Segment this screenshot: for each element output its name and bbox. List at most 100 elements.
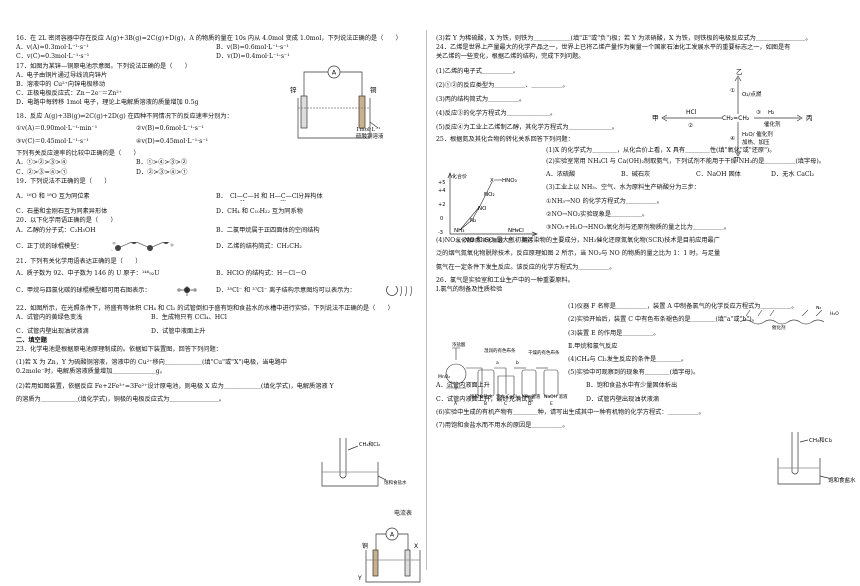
chart-tick-0: 0 (440, 216, 443, 222)
diagram-ethylene: CH₂=CH₂ (722, 115, 750, 122)
q24-part1: (1)乙烯的电子式＿＿＿＿＿。 (436, 67, 520, 75)
ethylene-reaction-diagram: 乙 O₂/点燃 ① 甲 HCl ② CH₂=CH₂ H₂ 催化剂 ③ 丙 H₂O… (652, 68, 813, 162)
chart-x-hydride: 氢化物 (456, 237, 471, 244)
q26-part7: (7)用饱和食盐水而不用水的原因是＿＿＿＿＿。 (436, 422, 569, 430)
q18-rate-1: ①v(A)＝0.90mol·L⁻¹·min⁻¹ (16, 124, 98, 132)
q23-y-label: Y (358, 575, 362, 582)
q18-option-c: C．②>③=④>① (16, 168, 68, 176)
q21-option-a: A．质子数为 92、中子数为 146 的 U 原子：¹⁴⁶₉₂U (16, 270, 160, 278)
q26-subtitle-2: Ⅱ.甲烷和氯气反应 (568, 342, 618, 350)
q17-option-c: C．正极电极反应式：Zn－2e⁻＝Zn²⁺ (16, 90, 122, 98)
q23-part3: (3)若 Y 为稀硫酸，X 为铁，则铁为＿＿＿＿＿＿(填"正"或"负")极；若 … (436, 35, 812, 42)
q20-option-c: C．正丁烷的球棍模型： (16, 241, 216, 252)
diagram-hcl: HCl (686, 109, 697, 116)
methane-tube-figure: CH₄和Cl₂ 饱和食盐水 (777, 432, 856, 485)
q22-option-d: D．试管中液面上升 (151, 328, 206, 336)
q25-part4-end: 氨气在一定条件下发生反应。该反应的化学方程式为＿＿＿＿＿。 (436, 263, 616, 271)
q17-copper-label: 铜 (370, 85, 377, 94)
q19-option-d: D．CH₄ 和 C₁₀H₂₂ 互为同系物 (216, 208, 303, 216)
q19-formula-sub-1: H (240, 199, 245, 201)
diagram-cond: 加热、加压 (742, 138, 770, 146)
q19-stem: 19．下列说法不正确的是（ ） (16, 177, 111, 185)
section-title-fill-in: 二、填空题 (16, 337, 47, 345)
q26-body: (1)仪器 F 名称是＿＿＿＿＿，装置 A 中制备氯气的化学反应方程式为＿＿＿＿… (568, 302, 846, 377)
chart-ylabel: 化合价 (452, 173, 467, 180)
q18-rates-34: ③v(C)＝0.45mol·L⁻¹·s⁻¹ ④v(D)=0.45mol·L⁻¹·… (16, 137, 256, 146)
q21-option-c-text: C．甲烷与四氯化碳的球棍模型都可用右图表示： (16, 287, 151, 295)
q23-part2: (2)若用如图装置，依据反应 Fe+2Fe³⁺=3Fe²⁺设计原电池，则电极 X… (16, 383, 334, 391)
app-top-hcl: 浓盐酸 (452, 341, 466, 348)
q21-option-d: D．³⁵Cl⁻ 和 ³⁷Cl⁻ 离子结构示意图均可以表示为： (216, 286, 416, 296)
q18-option-d: D．②>③>④>① (136, 168, 188, 176)
q24-part5: (5)反应④为工业上乙烯制乙醇，其化学方程式为＿＿＿＿＿＿＿。 (436, 124, 619, 132)
nitrogen-valence-chart: 化合价 +5 +4 +2 0 -3 氢化物 单质 氧化物 酸 盐 类别 NH₃ … (438, 172, 538, 244)
app-label-E: E (550, 401, 553, 406)
q24-part4: (4)反应③的化学方程式为＿＿＿＿＿＿＿。 (436, 110, 557, 118)
q24-part2: (2)①②的反应类型为＿＿＿＿＿、＿＿＿＿＿。 (436, 81, 569, 89)
q18-rate-4: ④v(D)=0.45mol·L⁻¹·s⁻¹ (136, 138, 209, 146)
chart-point-nh3: NH₃ (454, 228, 464, 234)
scr-n2-label: N₂ (816, 306, 821, 311)
q23-x-label: X (414, 543, 418, 550)
q16-stem: 16．在 2L 密闭容器中存在反应 A(g)+3B(g)=2C(g)+D(g)，… (16, 35, 402, 42)
galvanic-cell-figure: A 铜 X Y (358, 527, 421, 583)
q20-option-c-text: C．正丁烷的球棍模型： (16, 242, 83, 250)
diagram-bing: 丙 (806, 114, 813, 122)
chart-point-nh4cl: NH₄Cl (508, 228, 524, 234)
chart-point-x: X (490, 178, 494, 184)
app-top-dry-cloth: 干燥的有色布条 (528, 349, 560, 356)
q22-brine-label: 饱和食盐水 (384, 479, 407, 486)
q16-option-a: A．v(A)=0.3mol·L⁻¹·s⁻¹ (16, 44, 89, 52)
q26-part2: (2)实验开始后，装置 C 中有色布条褪色的是＿＿＿＿(填"a"或"b")。 (568, 316, 758, 324)
app-label-a-cloth: a (496, 361, 499, 366)
q24-part3: (3)丙的结构简式为＿＿＿＿＿。 (436, 96, 526, 104)
chart-point-hno3: HNO₃ (502, 178, 517, 184)
scr-catalyst-label: 催化剂 (772, 324, 786, 331)
q25-part3: (3)工业上以 NH₃、空气、水为原料生产硝酸分为三步： (546, 184, 700, 192)
zinc-copper-cell-figure: A 锌 铜 (290, 65, 379, 139)
q18-ask: 下列有关反应速率的比较中正确的是（ ） (16, 150, 140, 158)
q19-options-ab: A．¹⁶O 和 ¹⁸O 互为同位素 B． 为同分异构体 Cl H Cl—C—H … (16, 192, 416, 202)
q25-body: (1)X 的化学式为＿＿＿＿，从化合价上看，X 具有＿＿＿＿性(填"氧化"或"还… (546, 146, 846, 232)
q16-option-b: B．v(B)=0.6mol·L⁻¹·s⁻¹ (216, 44, 289, 52)
q25-step1: ①NH₃→NO 的化学方程式为＿＿＿＿＿。 (546, 197, 663, 205)
chart-tick-m3: -3 (438, 230, 443, 236)
q21-option-c: C．甲烷与四氯化碳的球棍模型都可用右图表示： (16, 286, 216, 296)
q19-formula-sub-2: Cl (280, 199, 286, 201)
q17-zinc-label: 锌 (290, 85, 297, 94)
app-label-D: D (528, 401, 532, 406)
app-mid-brine: 饱和食盐水 (470, 393, 493, 400)
q17-ammeter-label: A (332, 69, 337, 77)
q25-part1: (1)X 的化学式为＿＿＿＿，从化合价上看，X 具有＿＿＿＿性(填"氧化"或"还… (546, 146, 776, 154)
q22-option-a: A．试管内的黄绿色变浅 (16, 313, 83, 321)
q16-option-d: D．v(D)=0.4mol·L⁻¹·s⁻¹ (216, 53, 290, 61)
q22-option-c: C．试管内壁出现油状液滴 (16, 328, 89, 336)
q25-options: A．浓硫酸 B．碱石灰 C．NaOH 固体 D．无水 CaCl₂ (546, 170, 846, 179)
q26-tube-gas-label: CH₄和Cl₂ (809, 436, 832, 444)
chart-x-element: 单质 (470, 237, 480, 244)
column-divider (426, 30, 427, 570)
q17-solution-label: 1mol·L⁻¹ 硫酸铜溶液 (356, 127, 384, 140)
left-column: 16．在 2L 密闭容器中存在反应 A(g)+3B(g)=2C(g)+D(g)，… (16, 34, 416, 405)
scr-h2o-label: H₂O (830, 311, 839, 317)
diagram-jia: 甲 (652, 114, 659, 122)
q21-stem: 21．下列有关化学用语表达正确的是（ ） (16, 258, 142, 266)
q17-solution-name: 硫酸铜溶液 (356, 133, 384, 140)
q25-part4-cont: 泛的烟气氮氧化物脱除技术，反应原理如图 2 所示，当 NO₂与 NO 的物质的量… (436, 250, 721, 258)
q25-option-d: D．无水 CaCl₂ (771, 171, 815, 179)
q23-part2-cont: 的溶质为＿＿＿＿＿＿(填化学式)，铜极的电极反应式为＿＿＿＿＿＿＿＿。 (16, 396, 226, 404)
q18-rate-3: ③v(C)＝0.45mol·L⁻¹·s⁻¹ (16, 138, 89, 146)
q26-part1: (1)仪器 F 名称是＿＿＿＿＿，装置 A 中制备氯气的化学反应方程式为＿＿＿＿… (568, 303, 798, 311)
chart-x-oxide: 氧化物 (482, 237, 497, 244)
chart-point-n2: N₂ (470, 218, 476, 224)
q21-options-cd: C．甲烷与四氯化碳的球棍模型都可用右图表示： D．³⁵Cl⁻ 和 ³⁷Cl⁻ 离… (16, 286, 416, 296)
butane-ball-stick-model (110, 241, 174, 252)
app-label-B: B (484, 401, 487, 406)
diagram-ding: 丁 (734, 156, 741, 162)
q25-option-c: C．NaOH 固体 (696, 171, 741, 179)
q25-step2: ②NO→NO₂实验现象是＿＿＿＿＿。 (546, 210, 649, 218)
app-mid-kbr: KBr 溶液 (522, 393, 541, 400)
q23-copper-label: 铜 (362, 542, 368, 550)
diagram-n3: ③ (756, 110, 761, 116)
q17-solution-conc: 1mol·L⁻¹ (356, 127, 381, 133)
